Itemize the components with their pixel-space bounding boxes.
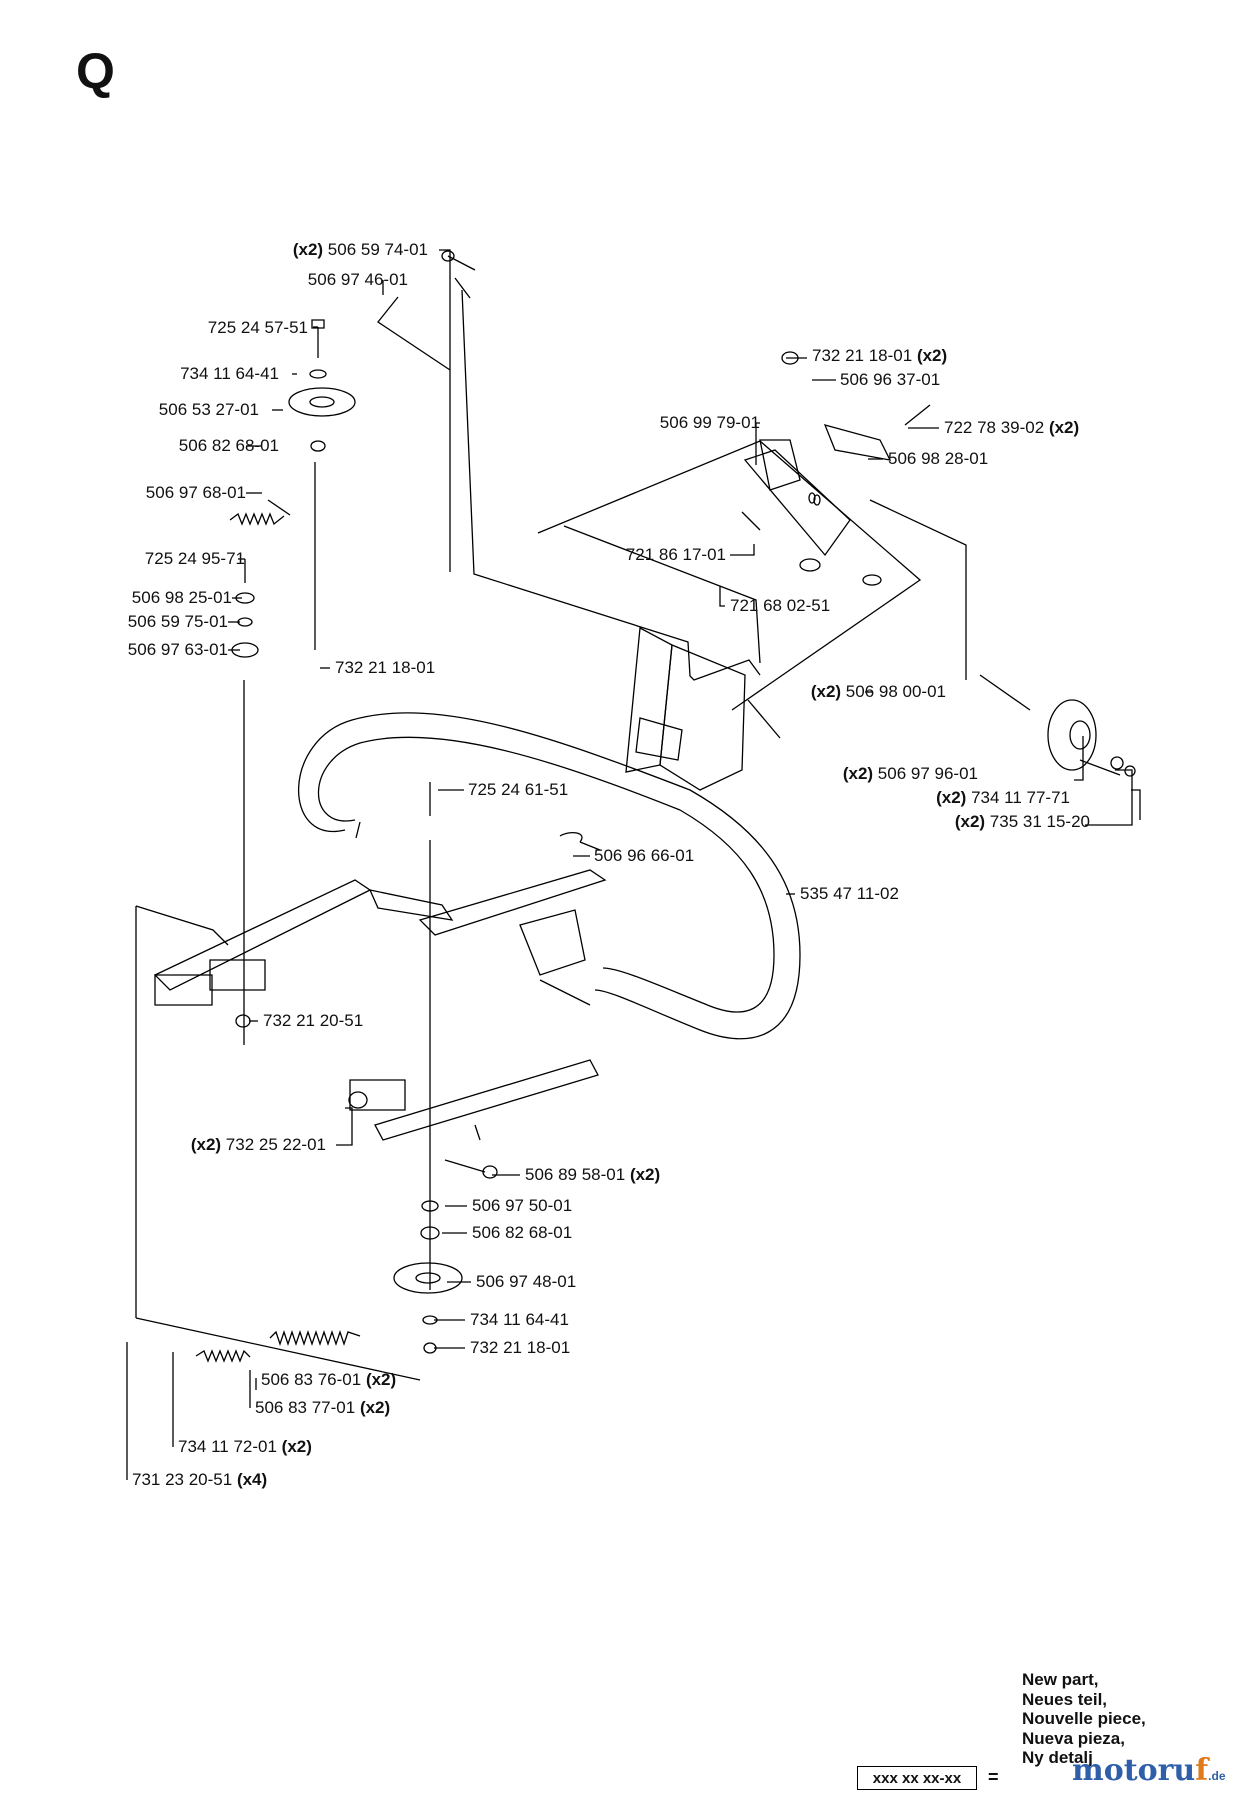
part-label: 734 11 64-41 xyxy=(470,1310,569,1329)
part-label: 506 97 63-01 xyxy=(127,640,228,659)
part-label: 732 21 20-51 xyxy=(263,1011,364,1030)
part-label: 506 89 58-01 (x2) xyxy=(525,1165,661,1184)
part-label: 506 98 25-01 xyxy=(131,588,232,607)
part-label: 731 23 20-51 (x4) xyxy=(132,1470,268,1489)
part-label: 506 97 46-01 xyxy=(307,270,408,289)
part-label: 506 83 77-01 (x2) xyxy=(255,1398,391,1417)
part-label: 725 24 61-51 xyxy=(468,780,569,799)
part-label: 506 97 68-01 xyxy=(145,483,246,502)
part-label: (x2) 506 59 74-01 xyxy=(292,240,428,259)
part-label: 506 59 75-01 xyxy=(127,612,228,631)
part-label: 506 97 48-01 xyxy=(476,1272,577,1291)
part-label: (x2) 506 98 00-01 xyxy=(810,682,946,701)
part-label: 725 24 95-71 xyxy=(144,549,245,568)
part-label: (x2) 735 31 15-20 xyxy=(954,812,1090,831)
section-letter: Q xyxy=(76,43,115,99)
part-label: (x2) 506 97 96-01 xyxy=(842,764,978,783)
part-label: 732 21 18-01 xyxy=(470,1338,571,1357)
part-label: 506 96 37-01 xyxy=(840,370,941,389)
brand-logo: motoruf.de xyxy=(1072,1753,1226,1788)
part-label: 506 99 79-01 xyxy=(659,413,760,432)
part-label: 722 78 39-02 (x2) xyxy=(944,418,1080,437)
part-label: 535 47 11-02 xyxy=(800,884,899,903)
part-label: 506 82 68-01 xyxy=(178,436,279,455)
new-part-example-box: xxx xx xx-xx xyxy=(857,1766,977,1790)
part-label: 734 11 72-01 (x2) xyxy=(178,1437,312,1456)
part-label: (x2) 732 25 22-01 xyxy=(190,1135,326,1154)
part-label: 725 24 57-51 xyxy=(207,318,308,337)
part-label: 732 21 18-01 (x2) xyxy=(812,346,948,365)
part-label: 721 68 02-51 xyxy=(730,596,831,615)
part-label: 721 86 17-01 xyxy=(625,545,726,564)
part-label: (x2) 734 11 77-71 xyxy=(936,788,1070,807)
part-label: 506 83 76-01 (x2) xyxy=(261,1370,397,1389)
part-label: 734 11 64-41 xyxy=(180,364,279,383)
part-label: 506 97 50-01 xyxy=(472,1196,573,1215)
part-label: 732 21 18-01 xyxy=(335,658,436,677)
legend-equals: = xyxy=(988,1767,999,1787)
part-label: 506 96 66-01 xyxy=(594,846,695,865)
part-label: 506 82 68-01 xyxy=(472,1223,573,1242)
new-part-legend: New part, Neues teil, Nouvelle piece, Nu… xyxy=(1022,1670,1146,1767)
part-label: 506 98 28-01 xyxy=(888,449,989,468)
part-label: 506 53 27-01 xyxy=(158,400,259,419)
